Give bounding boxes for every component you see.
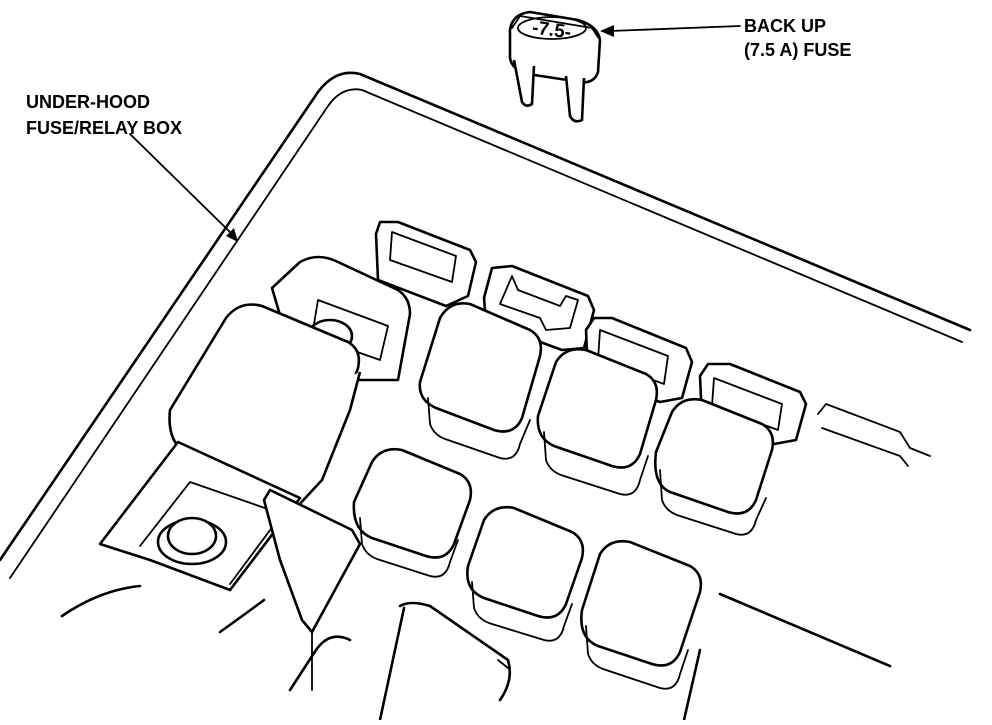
large-relay: [60, 255, 412, 692]
fuse-box-label-line1: UNDER-HOOD: [26, 92, 150, 112]
backup-fuse-label-line2: (7.5 A) FUSE: [744, 40, 851, 60]
fuse-relay-box-housing: [0, 71, 972, 579]
fuse-box-label-line2: FUSE/RELAY BOX: [26, 118, 182, 138]
callout-leaders: [129, 25, 741, 242]
relay-grid: [352, 302, 892, 722]
backup-fuse-label-line1: BACK UP: [744, 16, 826, 36]
backup-fuse-icon: -7.5-: [508, 10, 602, 123]
